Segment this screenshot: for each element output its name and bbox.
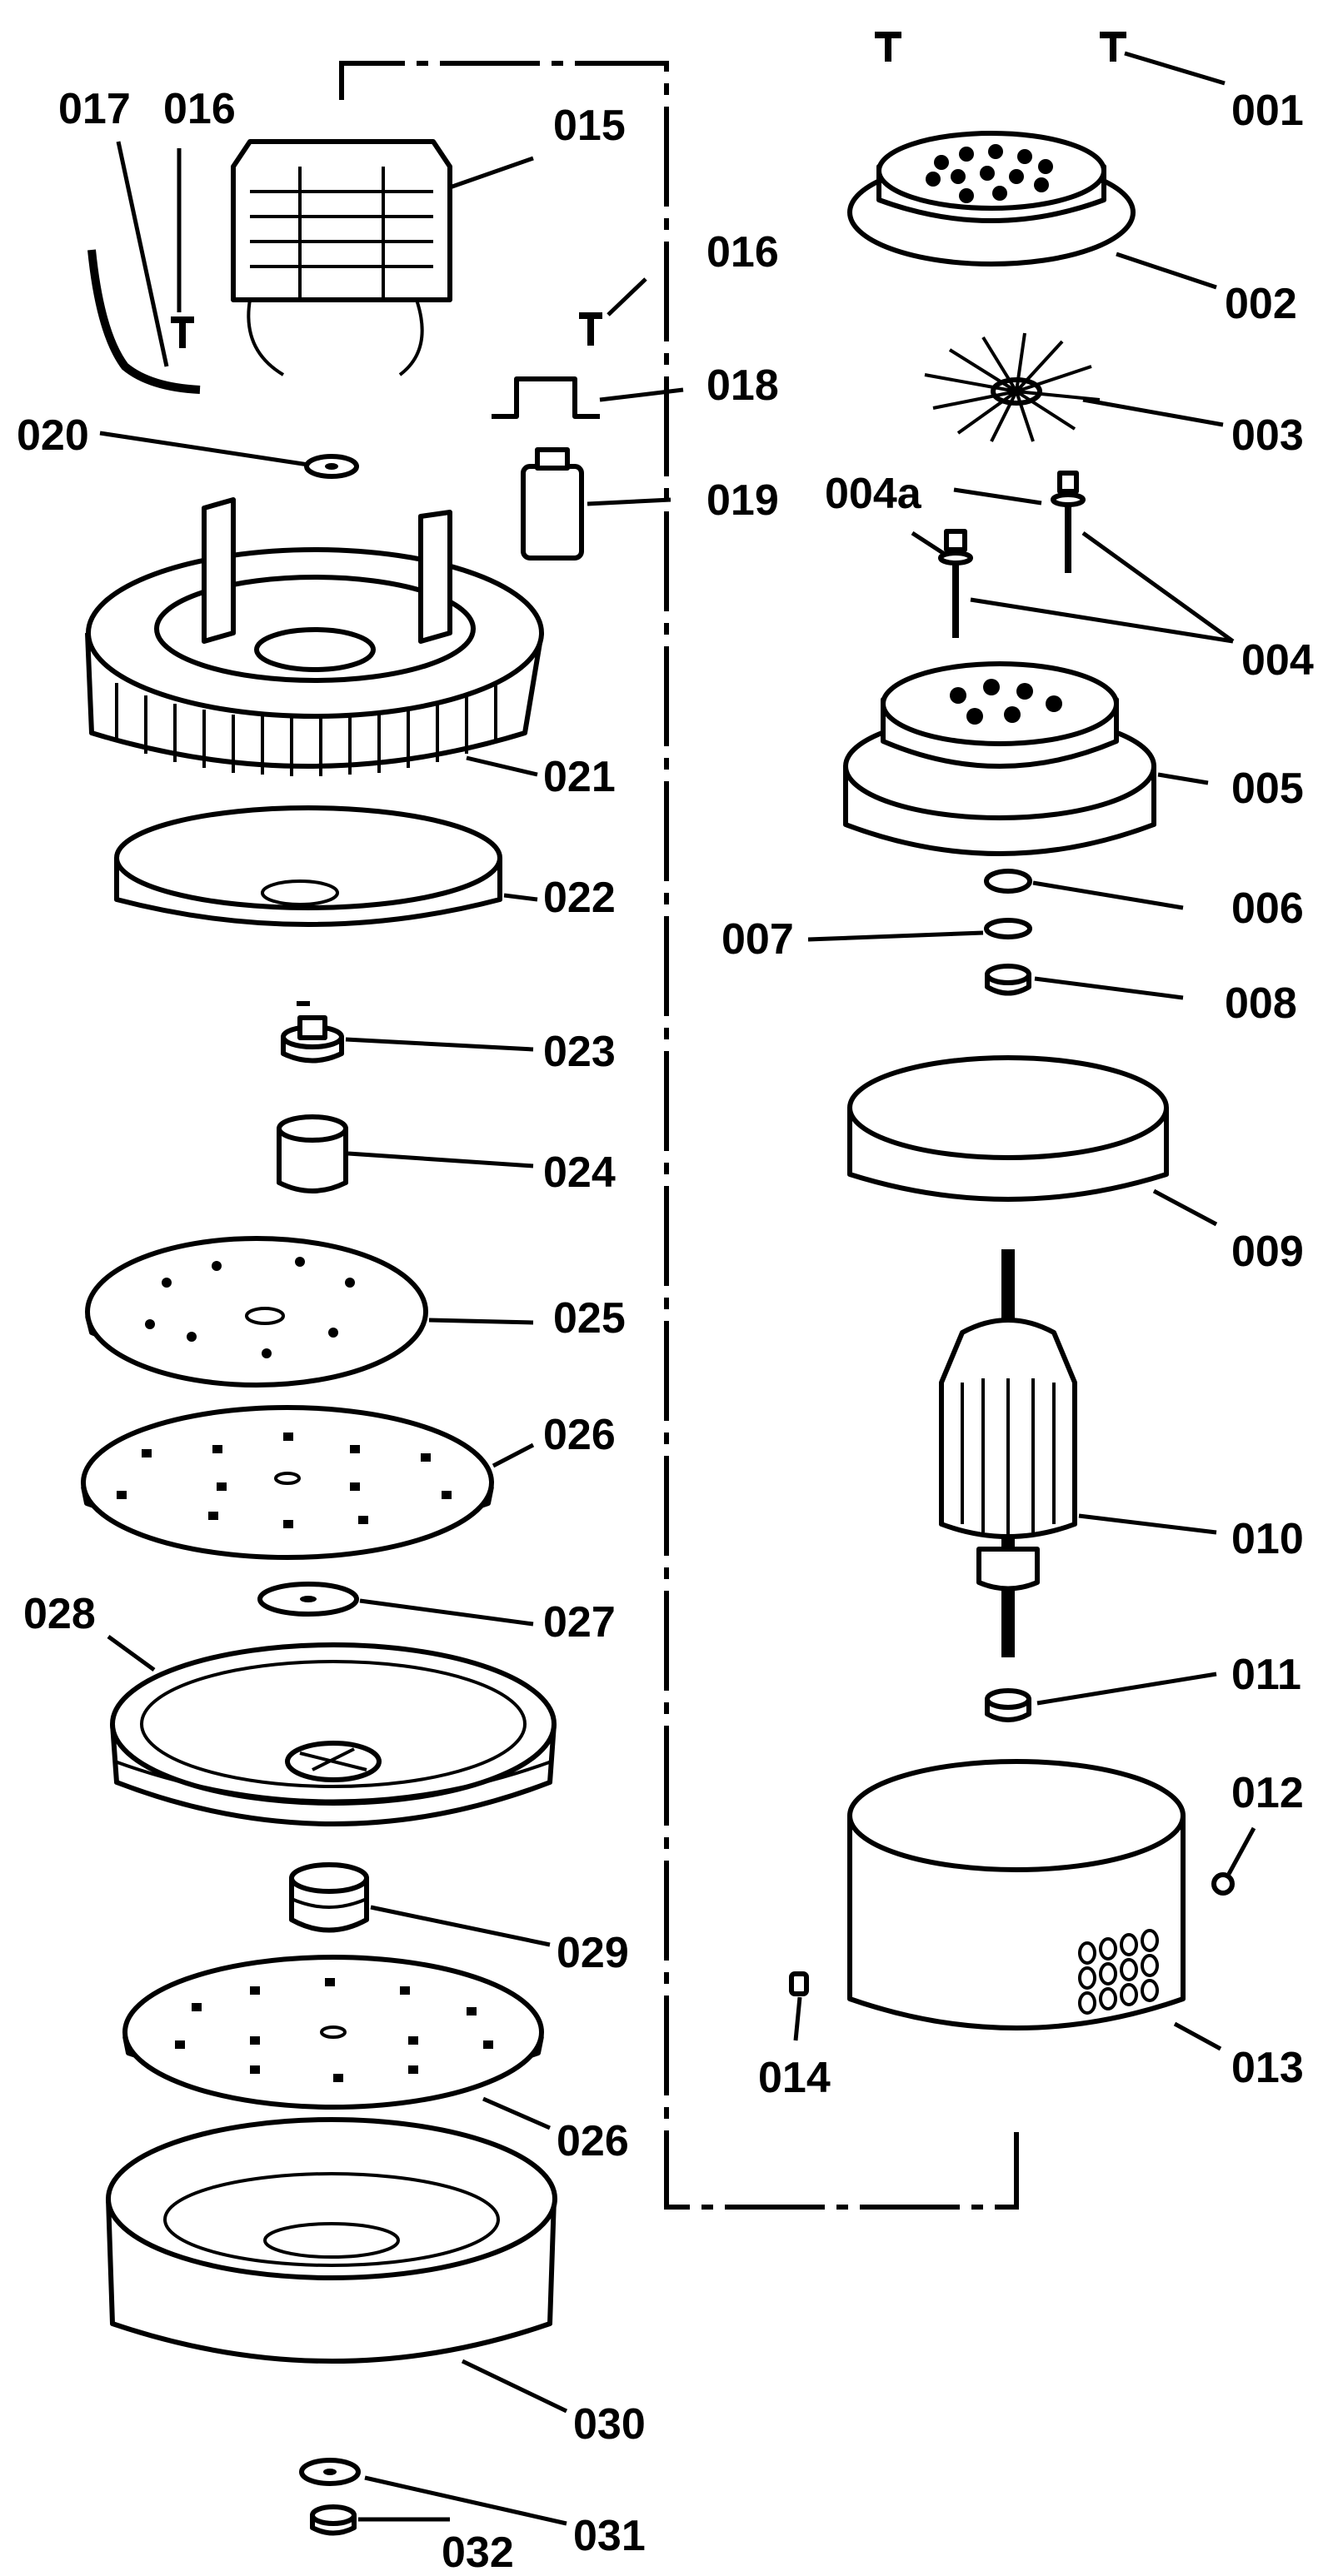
callout-014: 014 bbox=[758, 2054, 831, 2102]
callout-028: 028 bbox=[23, 1590, 96, 1638]
part-013-housing bbox=[847, 1759, 1186, 2030]
callout-010: 010 bbox=[1231, 1515, 1304, 1563]
callout-023: 023 bbox=[543, 1028, 616, 1076]
callout-027: 027 bbox=[543, 1598, 616, 1647]
part-010-armature bbox=[939, 1249, 1077, 1657]
callout-024: 024 bbox=[543, 1148, 616, 1197]
callout-031: 031 bbox=[573, 2512, 646, 2560]
part-026-impeller-plate-lower bbox=[122, 1955, 544, 2110]
callout-013: 013 bbox=[1231, 2044, 1304, 2092]
part-030-bowl bbox=[106, 2117, 557, 2364]
part-007-washer bbox=[984, 918, 1032, 939]
callout-020: 020 bbox=[17, 411, 89, 460]
callout-017: 017 bbox=[58, 85, 131, 133]
callout-labels: 001 002 003 004a 004 005 006 007 008 009… bbox=[17, 85, 1314, 2576]
callout-026-upper: 026 bbox=[543, 1411, 616, 1459]
callout-029: 029 bbox=[557, 1929, 629, 1977]
part-021-finned-base bbox=[85, 497, 544, 776]
part-002-grille-cap bbox=[847, 131, 1136, 267]
callout-018: 018 bbox=[706, 361, 779, 410]
callout-001: 001 bbox=[1231, 87, 1304, 135]
part-003-fan bbox=[924, 332, 1101, 442]
callout-004: 004 bbox=[1241, 636, 1314, 685]
part-014-clip bbox=[789, 1971, 809, 1996]
part-020-washer bbox=[304, 454, 359, 479]
part-018-bracket bbox=[492, 376, 600, 419]
part-006-clip bbox=[984, 869, 1032, 894]
part-015-field-coil bbox=[231, 139, 452, 376]
callout-019: 019 bbox=[706, 476, 779, 525]
part-028-impeller-housing bbox=[110, 1642, 557, 1826]
callout-015: 015 bbox=[553, 102, 626, 150]
part-019-capacitor bbox=[521, 447, 584, 561]
callout-007: 007 bbox=[721, 915, 794, 964]
part-008-bearing bbox=[985, 964, 1031, 996]
part-009-band-ring bbox=[847, 1055, 1169, 1202]
callout-016-left: 016 bbox=[163, 85, 236, 133]
callout-004a: 004a bbox=[825, 470, 922, 518]
callout-021: 021 bbox=[543, 753, 616, 801]
callout-002: 002 bbox=[1225, 280, 1297, 328]
part-011-bearing bbox=[985, 1688, 1031, 1722]
assembly-frame-line bbox=[339, 61, 1019, 2210]
callout-026-lower: 026 bbox=[557, 2117, 629, 2165]
callout-012: 012 bbox=[1231, 1769, 1304, 1817]
leader-lines bbox=[99, 51, 1256, 2526]
part-024-bushing bbox=[277, 1114, 348, 1193]
callout-032: 032 bbox=[442, 2529, 514, 2576]
part-031-washer bbox=[299, 2458, 361, 2486]
part-001-screws bbox=[875, 32, 1126, 62]
part-005-end-bell bbox=[843, 661, 1156, 856]
part-026-impeller-plate-upper bbox=[81, 1405, 494, 1560]
callout-025: 025 bbox=[553, 1294, 626, 1343]
part-027-washer bbox=[257, 1582, 359, 1617]
part-022-band bbox=[114, 805, 502, 927]
callout-003: 003 bbox=[1231, 411, 1304, 460]
callout-009: 009 bbox=[1231, 1228, 1304, 1276]
callout-011: 011 bbox=[1231, 1651, 1301, 1699]
callout-022: 022 bbox=[543, 874, 616, 922]
callout-030: 030 bbox=[573, 2400, 646, 2449]
callout-006: 006 bbox=[1231, 884, 1304, 933]
part-004-screws bbox=[938, 471, 1086, 638]
part-032-nut bbox=[310, 2504, 357, 2536]
part-025-plate bbox=[85, 1236, 428, 1388]
callout-005: 005 bbox=[1231, 765, 1304, 813]
callout-016-right: 016 bbox=[706, 228, 779, 277]
part-029-spool bbox=[289, 1862, 369, 1933]
part-012-screw bbox=[1211, 1872, 1235, 1896]
part-016-screws bbox=[171, 312, 602, 348]
part-023-nut bbox=[281, 1001, 344, 1064]
part-017-wire bbox=[87, 249, 201, 394]
callout-008: 008 bbox=[1225, 979, 1297, 1028]
